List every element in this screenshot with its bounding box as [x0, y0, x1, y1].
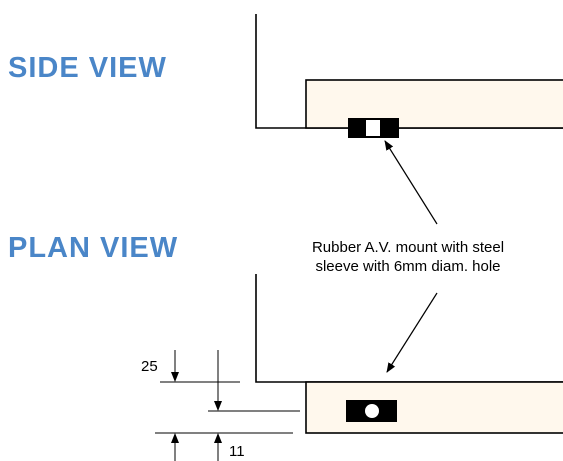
- plan-view-mount: [346, 400, 397, 422]
- plan-view-frame-line: [255, 274, 563, 383]
- plan-view-panel: [305, 381, 563, 434]
- dimension-lines: [155, 350, 300, 461]
- side-view-panel: [305, 79, 563, 129]
- callout-line-1: Rubber A.V. mount with steel: [311, 239, 505, 256]
- callout-arrow-side: [384, 140, 438, 225]
- side-view-title: SIDE VIEW: [8, 52, 167, 84]
- plan-view-title: PLAN VIEW: [8, 232, 179, 264]
- dimension-label-bottom: 11: [229, 443, 245, 460]
- callout-line-2: sleeve with 6mm diam. hole: [315, 258, 501, 275]
- callout-arrow-plan: [386, 292, 438, 373]
- side-view-mount: [348, 118, 399, 138]
- dimension-label-top: 25: [141, 358, 158, 375]
- mount-callout-label: Rubber A.V. mount with steel sleeve with…: [272, 238, 544, 276]
- plan-view-drawing: [255, 274, 563, 434]
- side-view-drawing: [255, 14, 563, 138]
